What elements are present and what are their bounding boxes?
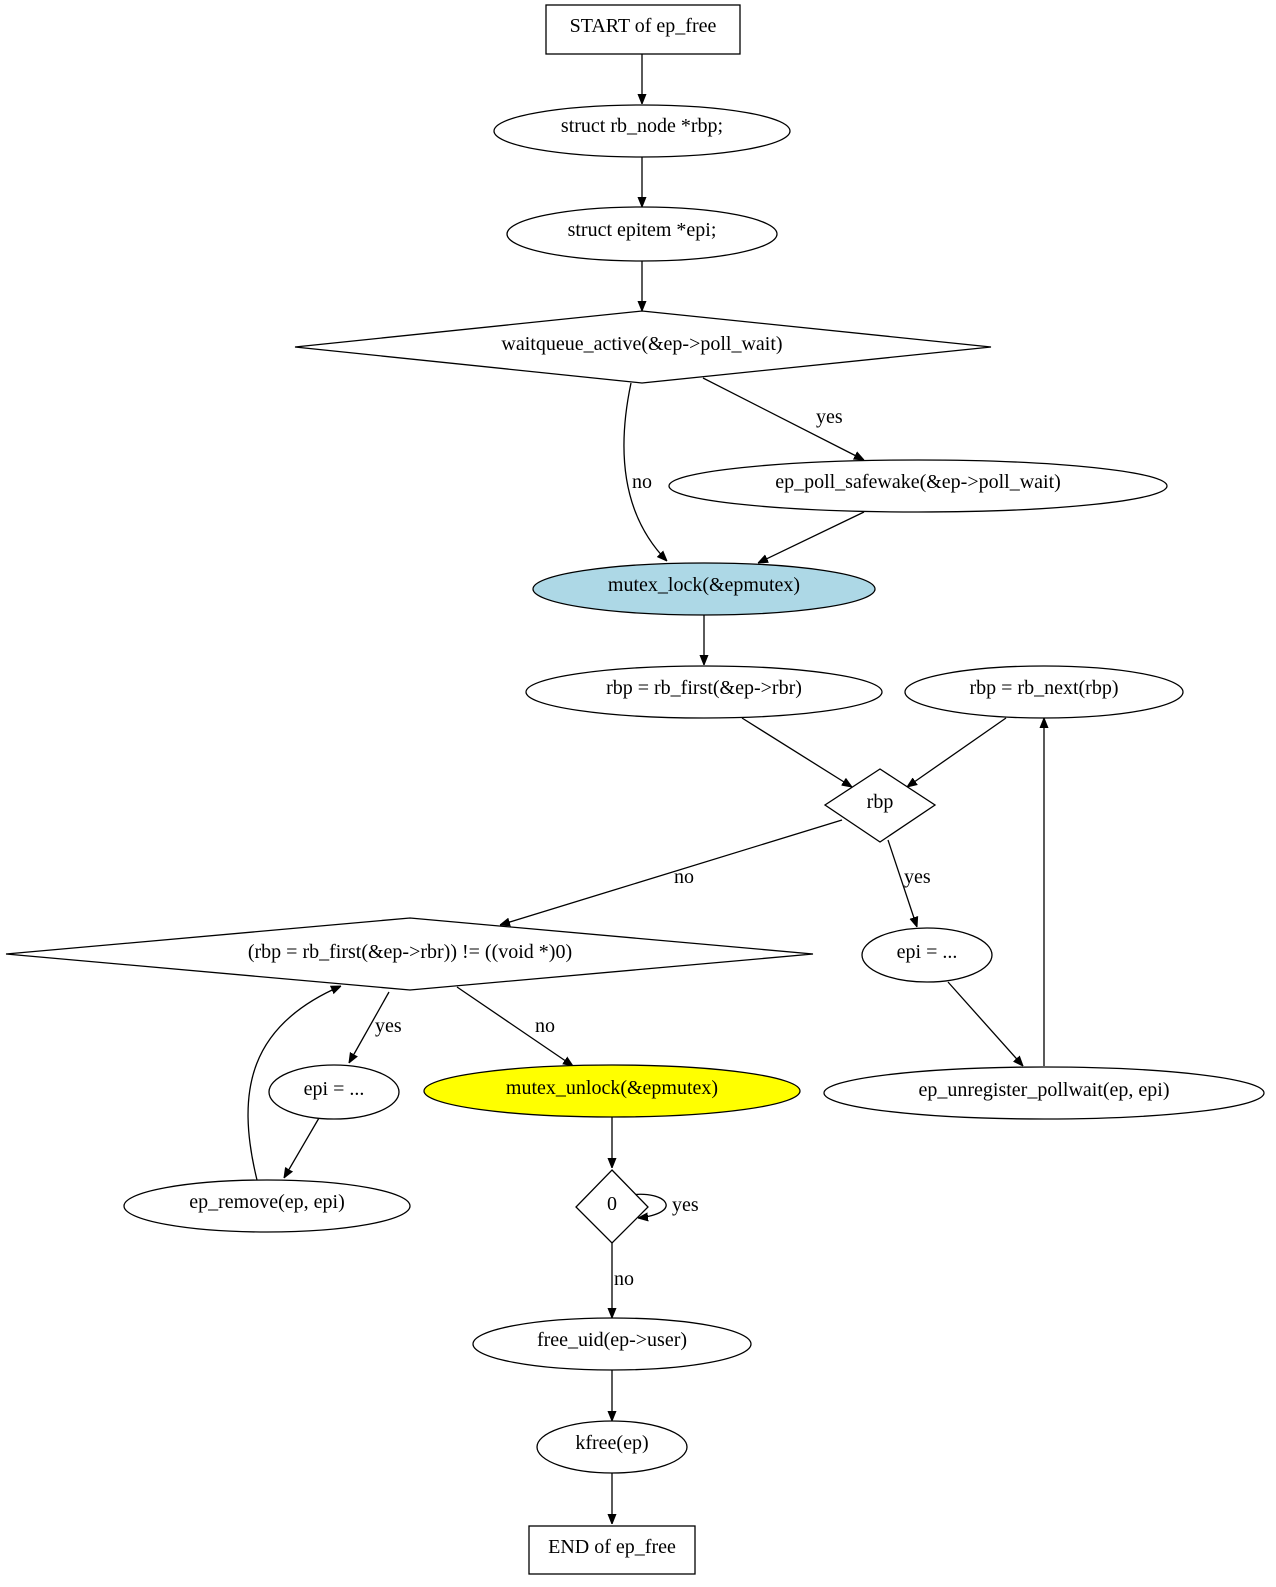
node-unregister-pollwait-label: ep_unregister_pollwait(ep, epi) <box>918 1079 1169 1101</box>
edge-waitqueue-no <box>623 382 667 561</box>
node-ep-remove-label: ep_remove(ep, epi) <box>189 1191 344 1213</box>
node-rbp-check-label: rbp <box>867 791 894 813</box>
edge-safewake-to-lock <box>758 511 865 564</box>
edges <box>247 54 1044 1524</box>
node-waitqueue-check-label: waitqueue_active(&ep->poll_wait) <box>501 333 782 355</box>
label-waitqueue-no: no <box>632 471 652 493</box>
label-zero-yes: yes <box>672 1194 699 1216</box>
node-rbp-check: rbp <box>823 768 937 843</box>
node-epi-decl-label: struct epitem *epi; <box>568 219 717 241</box>
nodes: START of ep_free struct rb_node *rbp; st… <box>5 4 1265 1575</box>
label-rbp-yes: yes <box>904 866 931 888</box>
node-epi-assign-right: epi = ... <box>861 927 993 983</box>
node-rb-first-label: rbp = rb_first(&ep->rbr) <box>606 677 802 699</box>
node-ep-remove: ep_remove(ep, epi) <box>123 1179 411 1233</box>
node-zero-check: 0 <box>575 1169 649 1244</box>
node-start-label: START of ep_free <box>570 15 717 37</box>
node-mutex-unlock-label: mutex_unlock(&epmutex) <box>506 1077 718 1099</box>
edge-rb-next-to-rbp <box>907 717 1007 787</box>
node-poll-safewake: ep_poll_safewake(&ep->poll_wait) <box>668 459 1168 513</box>
label-waitqueue-yes: yes <box>816 406 843 428</box>
mutex-lock-shape <box>532 562 876 616</box>
node-mutex-unlock: mutex_unlock(&epmutex) <box>423 1064 801 1118</box>
edge-remove-to-loop <box>247 985 341 1181</box>
node-unregister-pollwait: ep_unregister_pollwait(ep, epi) <box>823 1066 1265 1120</box>
node-rb-next: rbp = rb_next(rbp) <box>904 665 1184 719</box>
edge-rbp-no <box>500 819 843 925</box>
node-start: START of ep_free <box>545 4 741 55</box>
node-rb-first-loop-check: (rbp = rb_first(&ep->rbr)) != ((void *)0… <box>5 917 814 991</box>
node-epi-decl: struct epitem *epi; <box>506 206 778 262</box>
label-loop-yes: yes <box>375 1015 402 1037</box>
node-kfree-label: kfree(ep) <box>575 1432 648 1454</box>
mutex-unlock-shape <box>423 1064 801 1118</box>
node-rb-first-loop-check-label: (rbp = rb_first(&ep->rbr)) != ((void *)0… <box>248 941 572 963</box>
edge-epi-right-to-unregister <box>947 981 1023 1066</box>
node-rb-next-label: rbp = rb_next(rbp) <box>969 677 1118 699</box>
edge-zero-yes-loop <box>629 1193 667 1218</box>
node-epi-assign-right-label: epi = ... <box>897 941 958 963</box>
label-loop-no: no <box>535 1015 555 1037</box>
node-waitqueue-check: waitqueue_active(&ep->poll_wait) <box>294 310 992 384</box>
node-zero-check-label: 0 <box>607 1193 617 1215</box>
node-poll-safewake-label: ep_poll_safewake(&ep->poll_wait) <box>775 471 1061 493</box>
node-mutex-lock: mutex_lock(&epmutex) <box>532 562 876 616</box>
node-epi-assign-left: epi = ... <box>268 1064 400 1120</box>
node-kfree: kfree(ep) <box>536 1420 688 1474</box>
label-zero-no: no <box>614 1268 634 1290</box>
edge-loop-no <box>456 986 573 1066</box>
edge-epi-left-to-remove <box>284 1117 320 1178</box>
node-end-label: END of ep_free <box>548 1536 676 1558</box>
node-rb-first: rbp = rb_first(&ep->rbr) <box>525 665 883 719</box>
node-end: END of ep_free <box>528 1525 696 1575</box>
edge-rbp-yes <box>887 839 917 927</box>
node-rbp-decl-label: struct rb_node *rbp; <box>561 115 723 137</box>
edge-labels: yes no yes no yes no yes no <box>375 406 931 1290</box>
node-mutex-lock-label: mutex_lock(&epmutex) <box>608 574 800 596</box>
node-rbp-decl: struct rb_node *rbp; <box>493 104 791 158</box>
node-free-uid: free_uid(ep->user) <box>472 1317 752 1371</box>
edge-loop-yes <box>349 991 390 1063</box>
node-epi-assign-left-label: epi = ... <box>304 1078 365 1100</box>
label-rbp-no: no <box>674 866 694 888</box>
edge-waitqueue-yes <box>702 377 864 460</box>
node-free-uid-label: free_uid(ep->user) <box>537 1329 687 1351</box>
edge-rb-first-to-rbp <box>741 717 852 787</box>
